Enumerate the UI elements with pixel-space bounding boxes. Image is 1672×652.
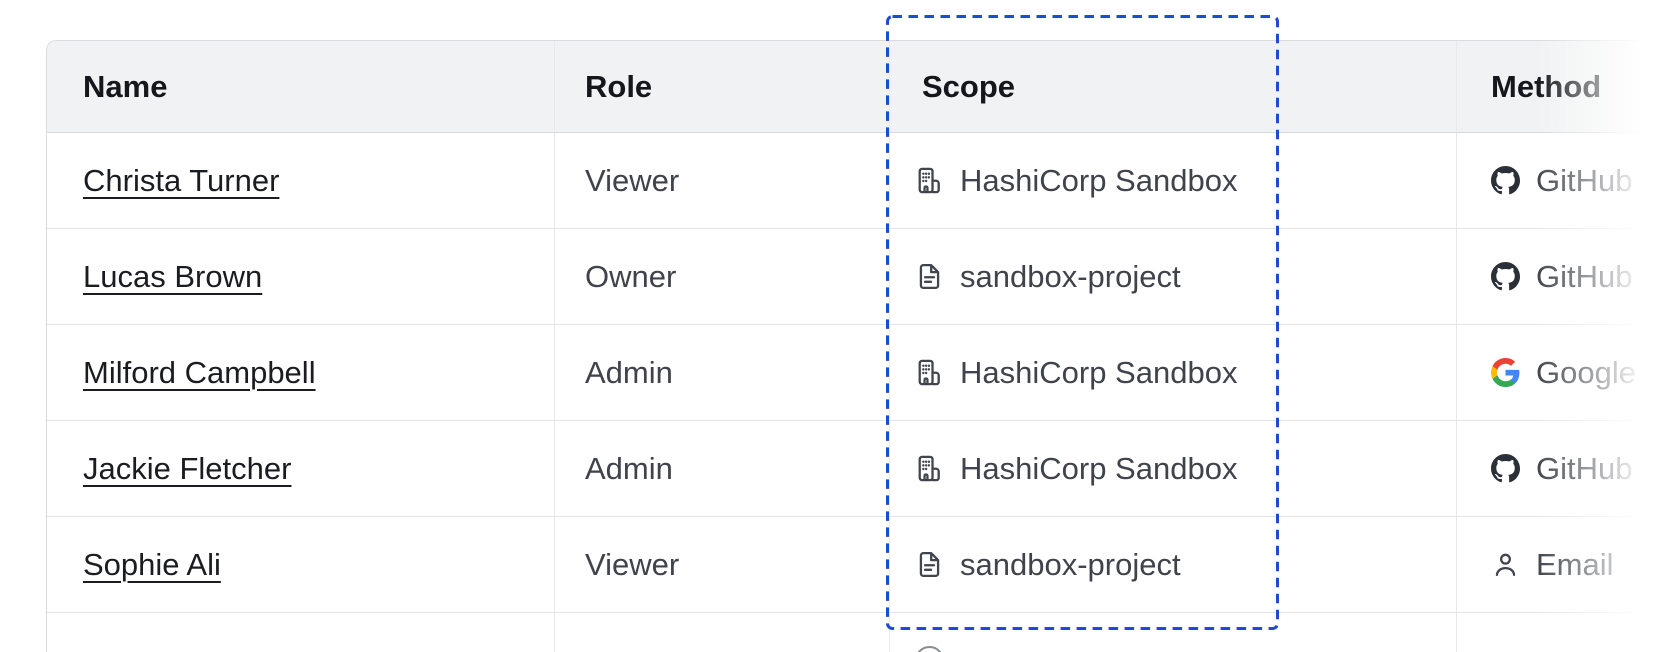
partial-scope-icon <box>915 646 944 652</box>
column-header-role-label: Role <box>585 68 653 104</box>
role-cell: Viewer <box>554 517 889 612</box>
scope-cell: HashiCorp Sandbox <box>889 133 1456 228</box>
member-role: Owner <box>585 258 677 294</box>
member-role: Viewer <box>585 162 680 198</box>
building-icon <box>915 454 944 483</box>
method-cell: GitHub <box>1456 421 1672 516</box>
method-cell: Email <box>1456 517 1672 612</box>
column-header-name: Name <box>47 41 554 132</box>
name-cell: Sophie Ali <box>47 517 554 612</box>
member-role: Admin <box>585 450 673 486</box>
partial-row-scope-cell <box>889 613 1456 652</box>
name-cell: Jackie Fletcher <box>47 421 554 516</box>
table-row: Jackie Fletcher Admin HashiCorp Sandbox … <box>47 421 1672 517</box>
scope-label: HashiCorp Sandbox <box>960 354 1238 390</box>
method-label: GitHub <box>1536 258 1633 294</box>
building-icon <box>915 358 944 387</box>
method-label: Email <box>1536 546 1614 582</box>
name-cell: Lucas Brown <box>47 229 554 324</box>
column-header-scope-label: Scope <box>922 68 1016 104</box>
method-cell: Google <box>1456 325 1672 420</box>
name-cell: Milford Campbell <box>47 325 554 420</box>
role-cell: Owner <box>554 229 889 324</box>
scope-label: HashiCorp Sandbox <box>960 450 1238 486</box>
table-row: Lucas Brown Owner sandbox-project GitHub <box>47 229 1672 325</box>
member-name-link[interactable]: Lucas Brown <box>83 258 263 294</box>
partial-row-method-cell <box>1456 613 1672 652</box>
member-role: Admin <box>585 354 673 390</box>
building-icon <box>915 166 944 195</box>
column-header-scope: Scope <box>889 41 1456 132</box>
column-header-method-label: Method <box>1491 68 1602 104</box>
file-text-icon <box>915 262 944 291</box>
role-cell: Admin <box>554 325 889 420</box>
column-header-name-label: Name <box>83 68 168 104</box>
scope-label: sandbox-project <box>960 258 1181 294</box>
members-table: Name Role Scope Method Christa Turner Vi… <box>46 40 1672 652</box>
table-row: Christa Turner Viewer HashiCorp Sandbox … <box>47 133 1672 229</box>
method-label: GitHub <box>1536 450 1633 486</box>
column-header-method: Method <box>1456 41 1672 132</box>
table-header-row: Name Role Scope Method <box>47 41 1672 133</box>
file-text-icon <box>915 550 944 579</box>
role-cell: Viewer <box>554 133 889 228</box>
name-cell: Christa Turner <box>47 133 554 228</box>
scope-cell: sandbox-project <box>889 517 1456 612</box>
member-name-link[interactable]: Christa Turner <box>83 162 280 198</box>
member-role: Viewer <box>585 546 680 582</box>
scope-cell: HashiCorp Sandbox <box>889 421 1456 516</box>
member-name-link[interactable]: Sophie Ali <box>83 546 221 582</box>
table-row: Milford Campbell Admin HashiCorp Sandbox… <box>47 325 1672 421</box>
role-cell: Admin <box>554 421 889 516</box>
partial-row-role-cell <box>554 613 889 652</box>
table-body: Christa Turner Viewer HashiCorp Sandbox … <box>47 133 1672 613</box>
table-row: Sophie Ali Viewer sandbox-project Email <box>47 517 1672 613</box>
email-icon <box>1491 550 1520 579</box>
member-name-link[interactable]: Milford Campbell <box>83 354 316 390</box>
member-name-link[interactable]: Jackie Fletcher <box>83 450 292 486</box>
github-icon <box>1491 454 1520 483</box>
scope-label: HashiCorp Sandbox <box>960 162 1238 198</box>
scope-label: sandbox-project <box>960 546 1181 582</box>
partial-row <box>47 613 1672 652</box>
github-icon <box>1491 262 1520 291</box>
github-icon <box>1491 166 1520 195</box>
partial-row-name-cell <box>47 613 554 652</box>
scope-cell: HashiCorp Sandbox <box>889 325 1456 420</box>
method-label: Google <box>1536 354 1636 390</box>
column-header-role: Role <box>554 41 889 132</box>
method-cell: GitHub <box>1456 229 1672 324</box>
method-label: GitHub <box>1536 162 1633 198</box>
google-icon <box>1491 358 1520 387</box>
scope-cell: sandbox-project <box>889 229 1456 324</box>
method-cell: GitHub <box>1456 133 1672 228</box>
